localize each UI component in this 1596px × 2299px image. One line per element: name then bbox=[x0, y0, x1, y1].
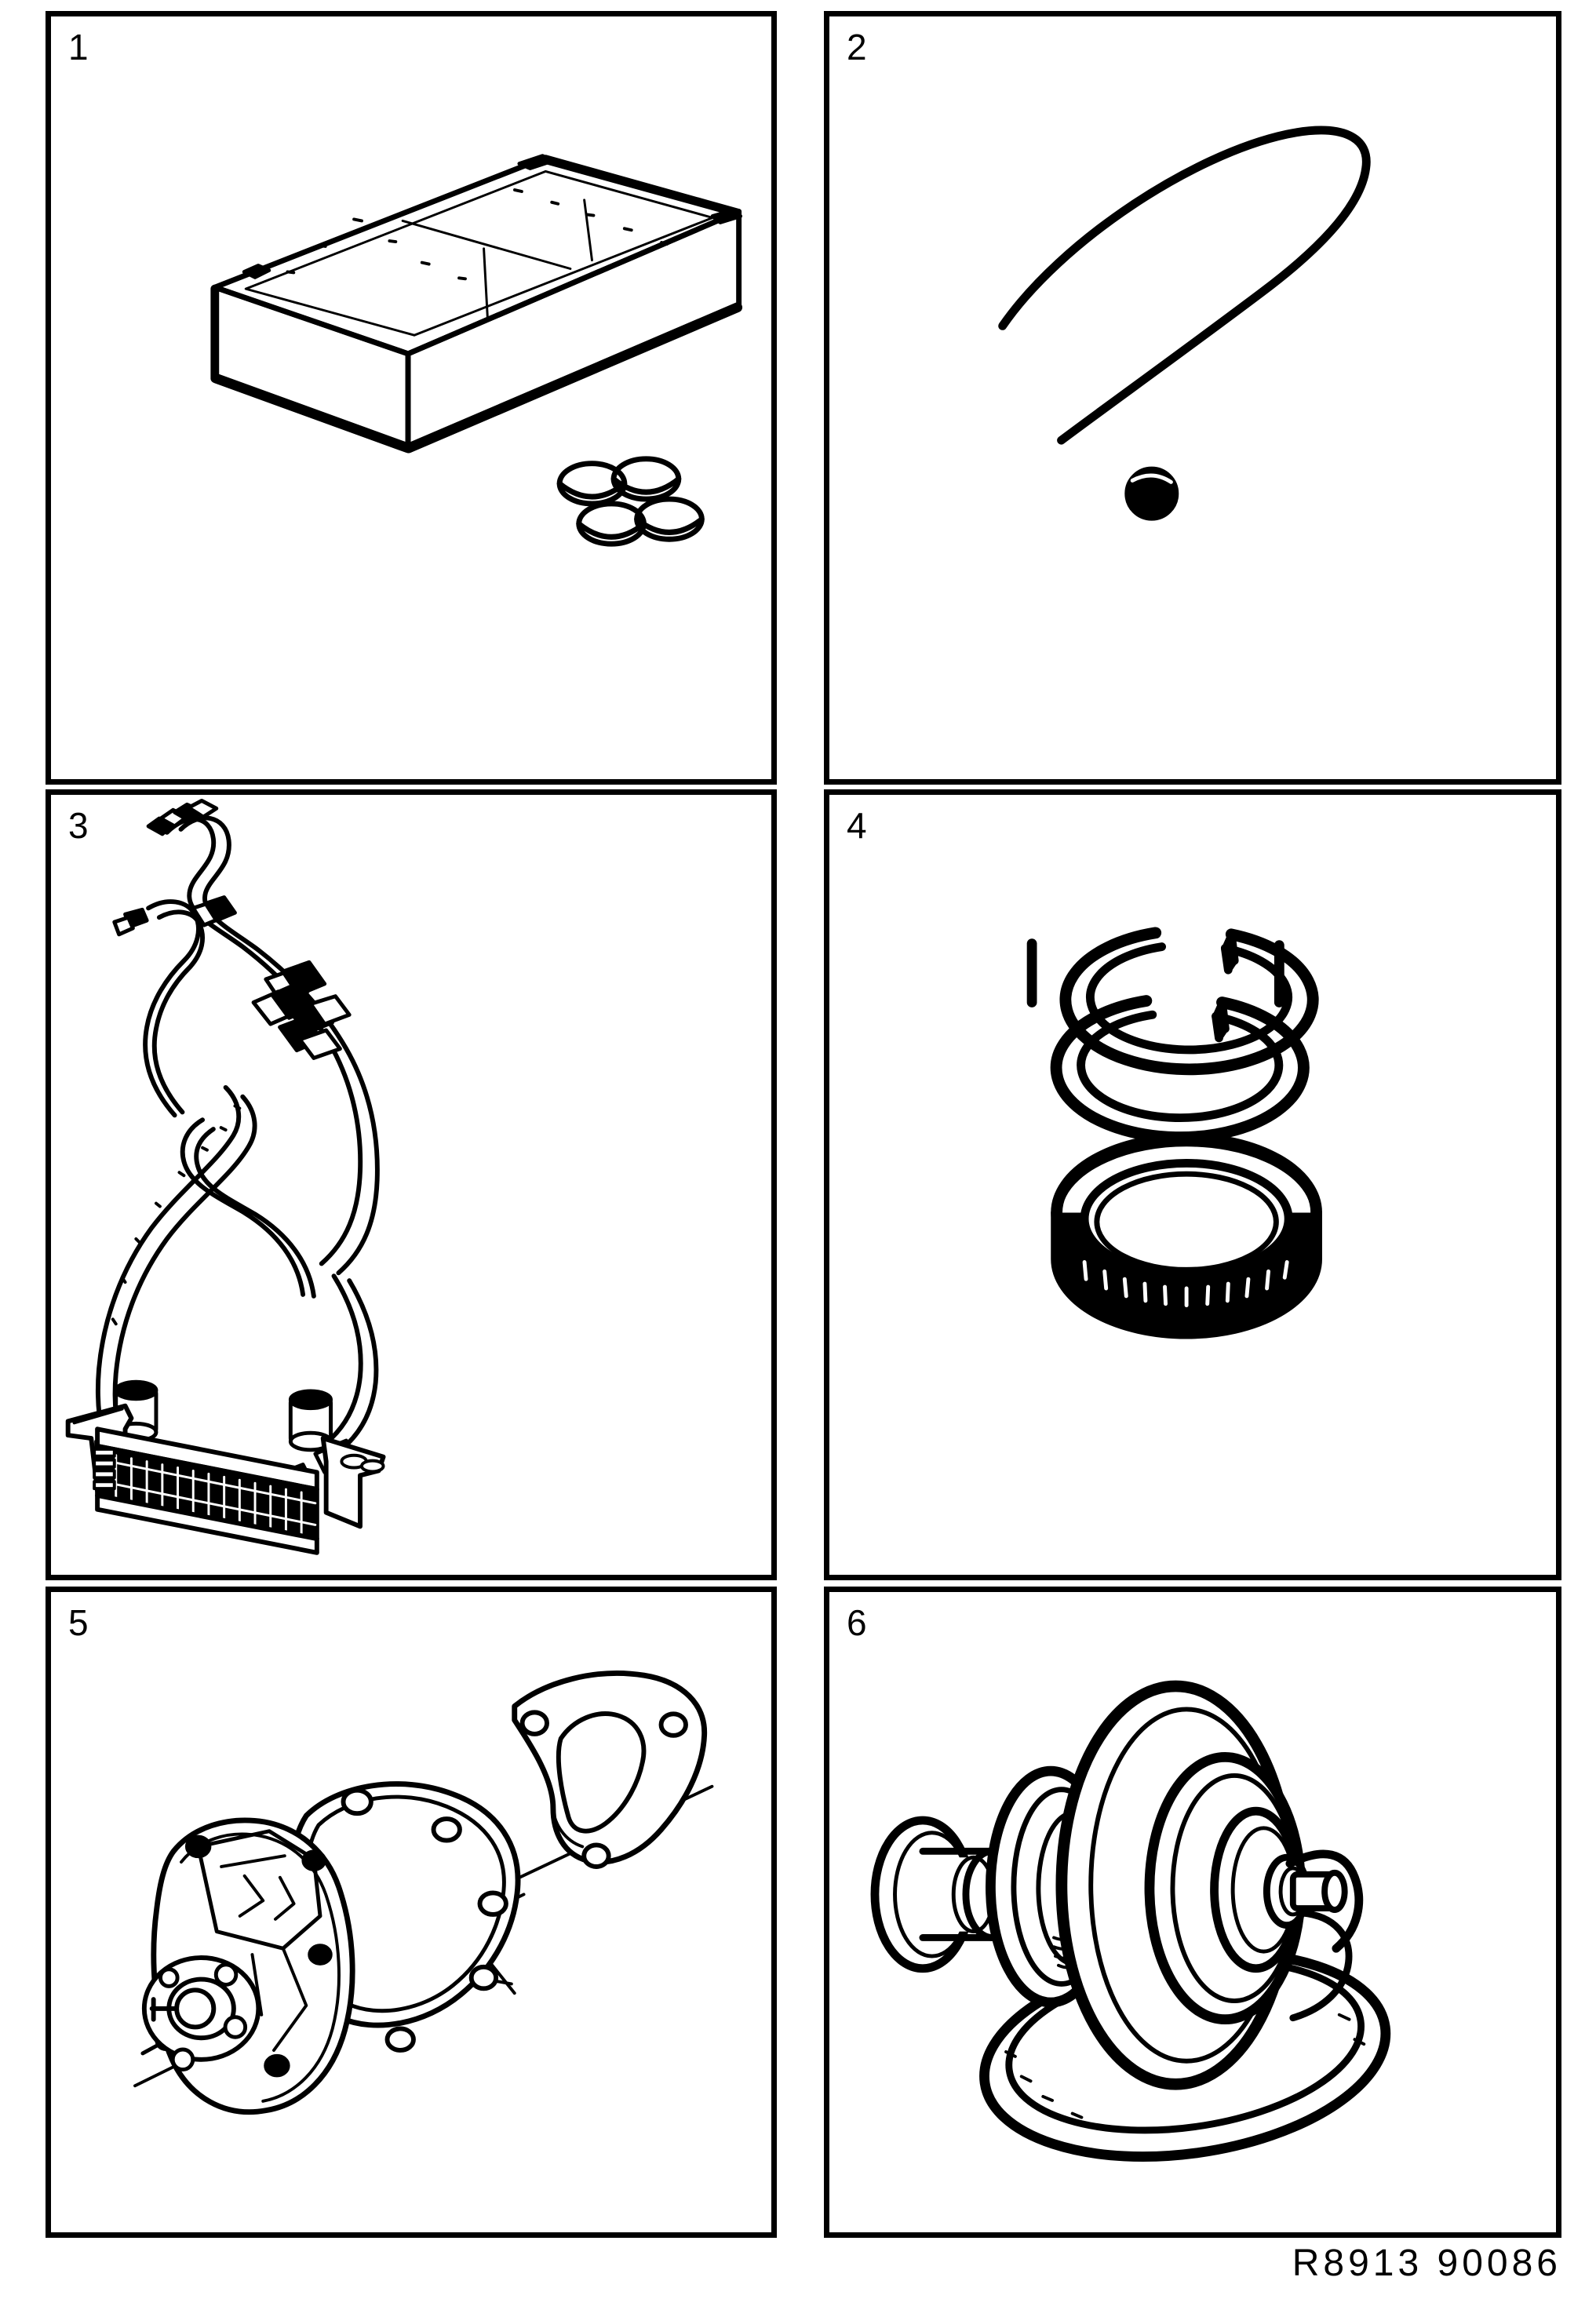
thermostat-illustration bbox=[870, 1680, 1391, 2162]
page-caption: R8913 90086 bbox=[1292, 2243, 1561, 2284]
panel-2: 2 bbox=[824, 11, 1561, 785]
panel-3: 3 bbox=[46, 789, 777, 1580]
oil-cooler-assembly-illustration bbox=[65, 799, 386, 1555]
panel-number-4: 4 bbox=[847, 805, 867, 846]
panel-number-5: 5 bbox=[68, 1602, 89, 1643]
panel-4: 4 bbox=[824, 789, 1561, 1580]
panel-number-1: 1 bbox=[68, 27, 89, 67]
panel-5: 5 bbox=[46, 1587, 777, 2238]
panel-6: 6 bbox=[824, 1587, 1561, 2238]
oil-sump-pan-illustration bbox=[210, 154, 743, 547]
panel-number-2: 2 bbox=[847, 27, 867, 67]
sump-gasket-and-plug-illustration bbox=[998, 126, 1371, 521]
panel-number-6: 6 bbox=[847, 1602, 867, 1643]
piston-rings-illustration bbox=[1026, 927, 1323, 1339]
panel-number-3: 3 bbox=[68, 805, 89, 846]
panel-1: 1 bbox=[46, 11, 777, 785]
water-pump-illustration bbox=[133, 1671, 714, 2115]
